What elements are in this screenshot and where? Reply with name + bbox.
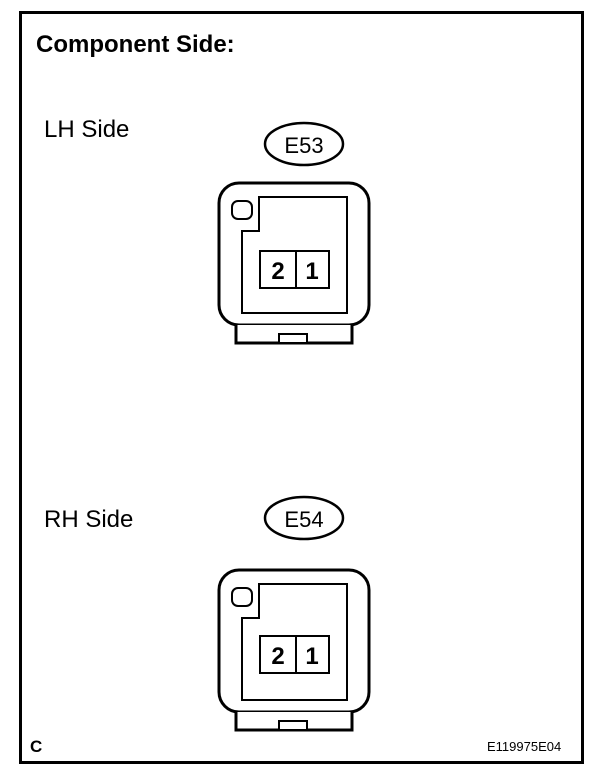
connector-code-text: E54 [284, 507, 323, 532]
connector-latch-slot [278, 720, 308, 731]
key-notch-icon [231, 200, 253, 220]
rh-side-label: RH Side [44, 506, 134, 533]
pin-number-1: 1 [305, 643, 318, 670]
diagram-title: Component Side: [36, 31, 235, 58]
pin-number-1: 1 [305, 258, 318, 285]
corner-letter: C [30, 737, 43, 756]
figure-code: E119975E04 [487, 739, 562, 754]
diagram-frame [19, 11, 584, 764]
connector-e53: E53 2 1 [217, 121, 371, 345]
connector-code-text: E53 [284, 133, 323, 158]
pin-cell-1 [295, 250, 330, 289]
pin-cell-2 [259, 250, 297, 289]
pin-number-2: 2 [271, 643, 284, 670]
connector-code-bubble [263, 495, 345, 541]
key-notch-icon [231, 587, 253, 607]
connector-e54: E54 2 1 [217, 495, 371, 732]
pin-cell-1 [295, 635, 330, 674]
pin-number-2: 2 [271, 258, 284, 285]
connector-latch-slot [278, 333, 308, 344]
lh-side-label: LH Side [44, 116, 130, 143]
connector-code-bubble [263, 121, 345, 167]
